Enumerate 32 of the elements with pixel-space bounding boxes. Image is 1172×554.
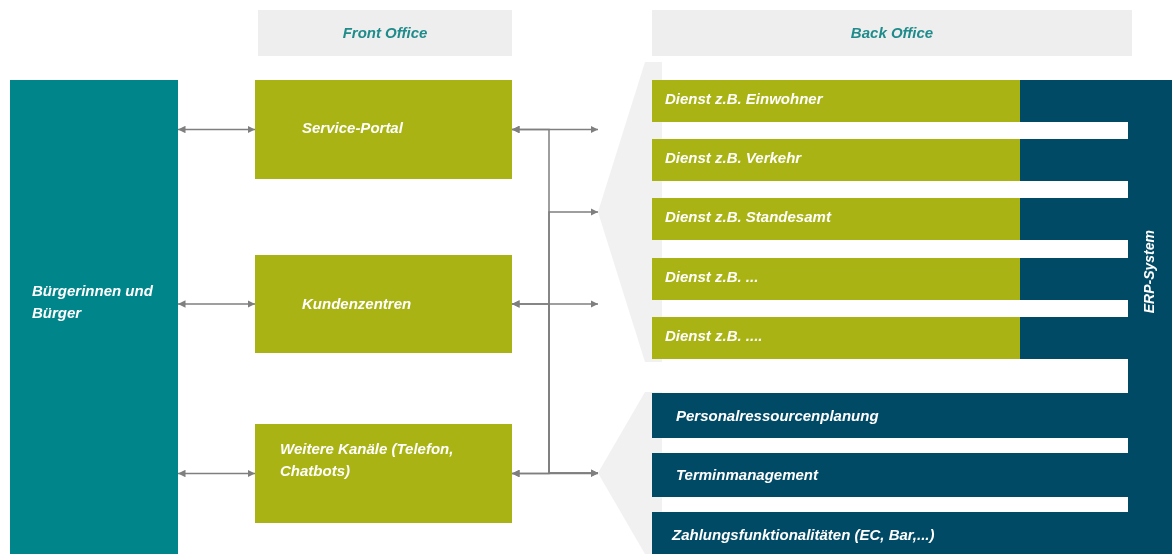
service-bar	[652, 317, 1020, 359]
box-label: Dienst z.B. Standesamt	[665, 207, 831, 227]
box-label: Terminmanagement	[676, 465, 818, 485]
header-label: Back Office	[849, 23, 935, 43]
box-label: Personalressourcenplanung	[676, 406, 879, 426]
service-bar	[652, 80, 1020, 122]
channel-box	[255, 80, 512, 179]
arrow	[177, 469, 256, 478]
box-label: Dienst z.B. Verkehr	[665, 148, 802, 168]
function-bar	[652, 393, 1128, 438]
box-label: Kundenzentren	[302, 294, 413, 314]
box-label: Bürgerinnen und Bürger	[32, 281, 154, 323]
box-label: Dienst z.B. ...	[665, 267, 759, 287]
function-bar	[652, 453, 1128, 497]
box-label: Weitere Kanäle (Telefon, Chatbots)	[280, 439, 455, 481]
channel-box	[255, 424, 512, 523]
service-bar	[652, 258, 1020, 300]
system-band	[1020, 80, 1172, 554]
vertical-label: ERP-System	[1140, 230, 1158, 314]
box-label: Dienst z.B. ....	[665, 326, 763, 346]
channel-box	[255, 255, 512, 353]
arrow	[177, 125, 256, 134]
header-label: Front Office	[341, 23, 429, 43]
side-panel	[10, 80, 178, 554]
box-label: Service-Portal	[302, 118, 404, 138]
box-label: Dienst z.B. Einwohner	[665, 89, 823, 109]
service-bar	[652, 139, 1020, 181]
service-bar	[652, 198, 1020, 240]
box-label: Zahlungsfunktionalitäten (EC, Bar,...)	[672, 525, 935, 545]
arrow	[511, 469, 599, 478]
arrow	[177, 300, 256, 308]
function-bar	[652, 512, 1128, 554]
